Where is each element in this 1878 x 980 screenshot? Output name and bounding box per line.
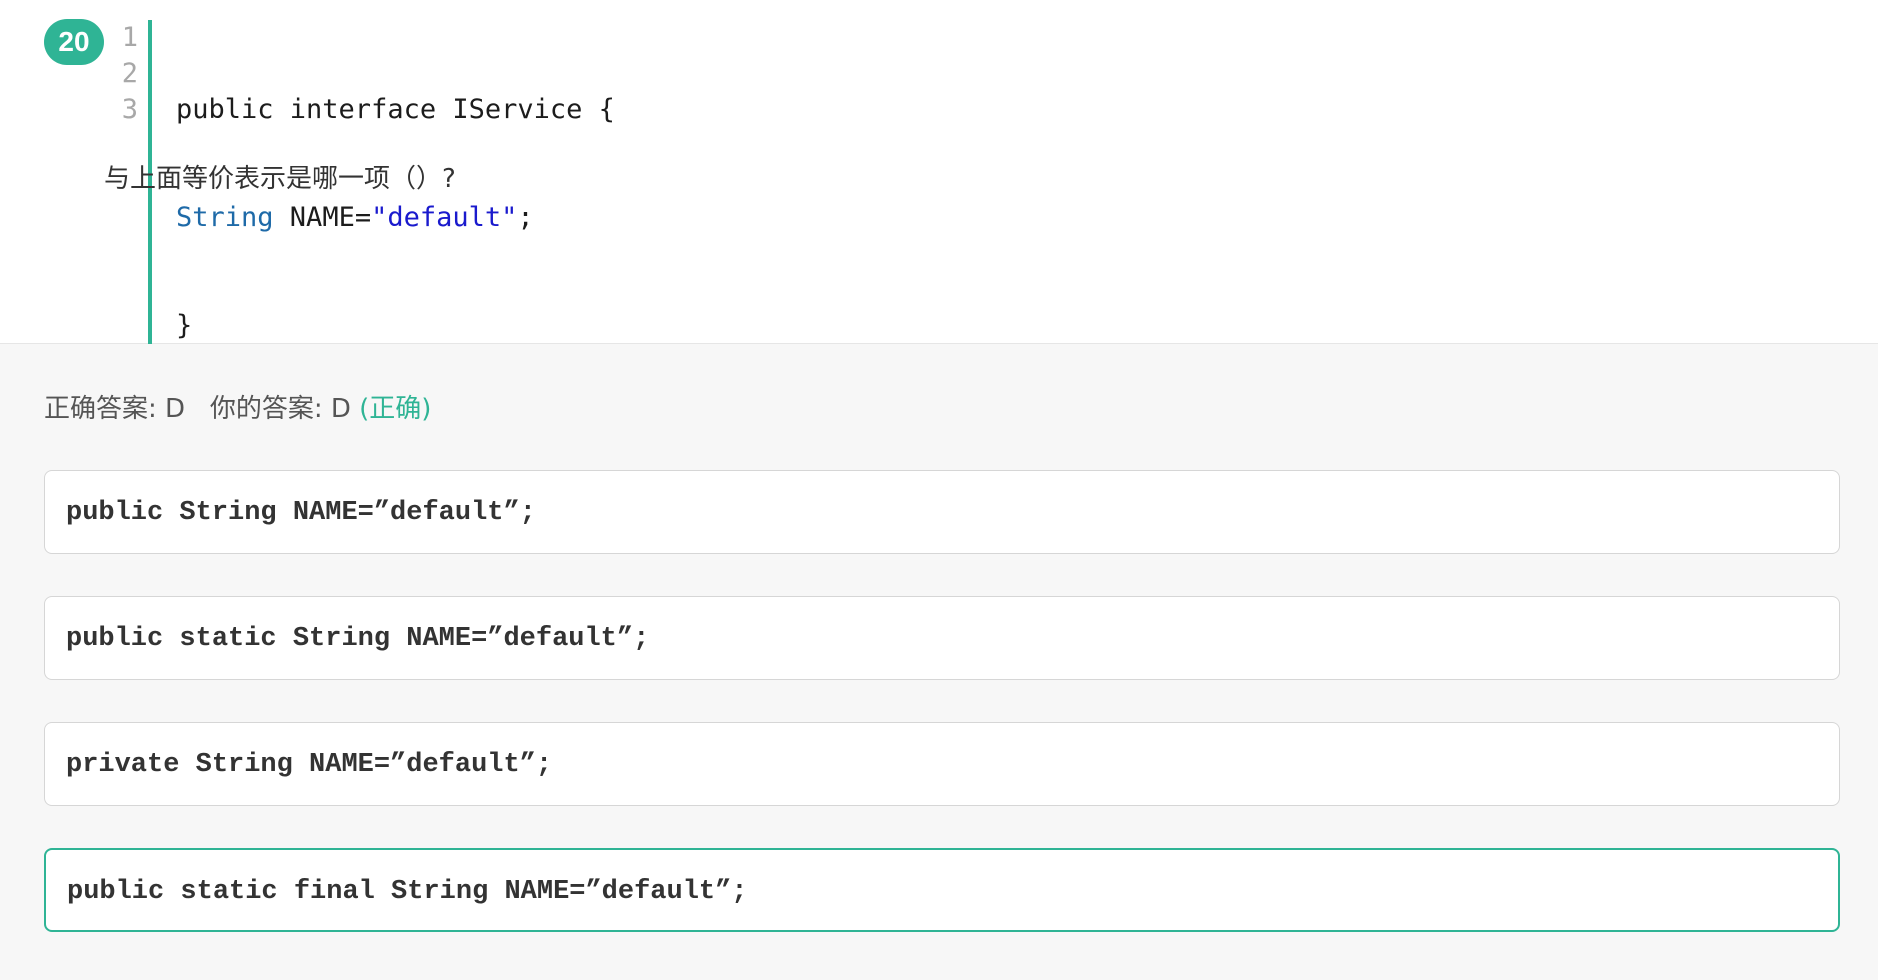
question-panel: 20 1 2 3 public interface IService { Str…: [0, 0, 1878, 416]
option-a[interactable]: public String NAME=”default”;: [44, 470, 1840, 554]
your-answer-label: 你的答案: D: [209, 394, 351, 424]
option-text: public static String NAME=”default”;: [66, 624, 650, 654]
question-number-badge: 20: [44, 19, 104, 65]
identifier-token: NAME=: [273, 202, 372, 233]
option-d[interactable]: public static final String NAME=”default…: [44, 848, 1840, 932]
option-text: public String NAME=”default”;: [66, 498, 536, 528]
result-status: (正确): [359, 394, 432, 424]
option-c[interactable]: private String NAME=”default”;: [44, 722, 1840, 806]
option-text: public static final String NAME=”default…: [67, 877, 748, 907]
semicolon-token: ;: [517, 202, 534, 233]
answer-result: 正确答案: D 你的答案: D (正确): [44, 388, 431, 425]
correct-answer-label: 正确答案: D: [44, 394, 186, 424]
line-number: 2: [121, 58, 138, 89]
type-token: String: [176, 202, 274, 233]
code-line-3: }: [176, 310, 193, 341]
option-text: private String NAME=”default”;: [66, 750, 553, 780]
line-number: 1: [121, 22, 138, 53]
answer-panel: 正确答案: D 你的答案: D (正确) public String NAME=…: [0, 344, 1878, 980]
code-line-2: String NAME="default";: [176, 200, 615, 236]
line-number: 3: [121, 94, 138, 125]
code-line-1: public interface IService {: [176, 94, 615, 125]
code-lines: public interface IService { String NAME=…: [152, 20, 615, 416]
code-line-numbers: 1 2 3: [112, 20, 152, 416]
string-token: "default": [371, 202, 518, 233]
question-prompt: 与上面等价表示是哪一项（）?: [104, 164, 456, 194]
code-snippet: 1 2 3 public interface IService { String…: [112, 20, 615, 416]
option-b[interactable]: public static String NAME=”default”;: [44, 596, 1840, 680]
